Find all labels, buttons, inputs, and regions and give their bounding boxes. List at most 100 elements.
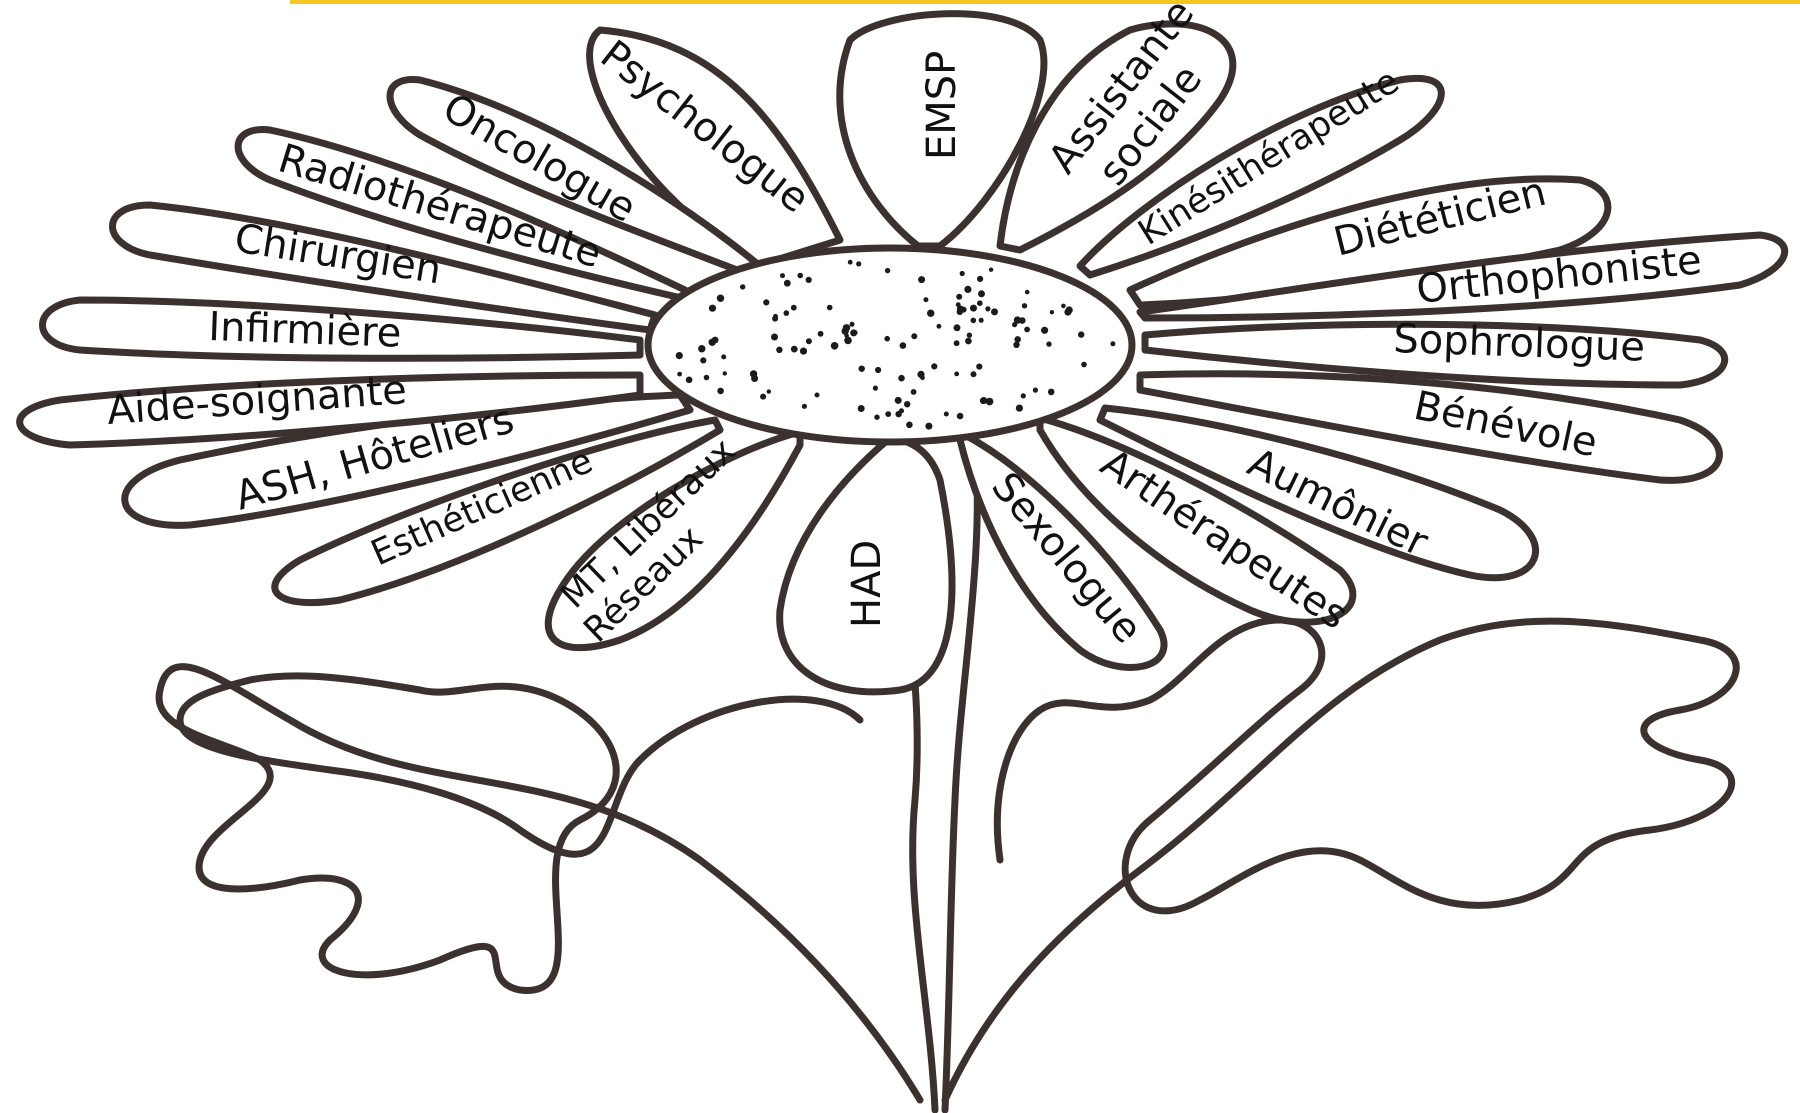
seed-dot [751,375,758,382]
seed-dot [1014,316,1021,323]
seed-dot [858,405,865,412]
seed-dot [698,345,705,352]
seed-dot [767,389,771,393]
seed-dot [971,371,977,377]
seed-dot [1021,393,1026,398]
seed-dot [723,371,727,375]
seed-dot [806,338,812,344]
seed-dot [918,276,925,283]
seed-dot [772,316,778,322]
seed-dot [859,366,865,372]
seed-dot [957,413,964,420]
seed-dot [985,306,990,311]
seed-dot [956,302,961,307]
seed-dot [989,268,993,272]
left-leaf [159,667,920,1100]
seed-dot [1078,331,1084,337]
seed-dot [831,342,839,350]
flower-center [648,248,1132,442]
seed-dot [848,260,853,265]
seed-dot [1016,405,1023,412]
seed-dot [709,339,716,346]
label-emsp: EMSP [919,51,965,160]
seed-dot [885,411,891,417]
seed-dot [1064,309,1071,316]
right-leaf [945,620,1736,1100]
seed-dot [873,386,878,391]
seed-dot [1046,341,1051,346]
seed-dot [1013,342,1019,348]
seed-dot [818,331,824,337]
seed-dot [874,415,879,420]
seed-dot [856,261,861,266]
seed-dot [797,273,803,279]
seed-dot [1110,341,1115,346]
seed-dot [850,322,855,327]
seed-dot [843,324,850,331]
seed-dot [977,276,983,282]
seed-dot [1025,290,1030,295]
seed-dot [709,305,716,312]
seed-dot [875,367,881,373]
seed-dot [740,284,745,289]
seed-dot [784,310,790,316]
seed-dot [802,404,807,409]
seed-dot [911,389,917,395]
seed-dot [800,348,807,355]
seed-dot [1081,362,1087,368]
seed-dot [1061,304,1066,309]
seed-dot [978,290,985,297]
seed-dot [806,277,812,283]
seed-dot [784,280,791,287]
seed-dot [844,337,852,345]
seed-dot [827,305,833,311]
seed-dot [853,330,858,335]
seed-dot [760,394,766,400]
seed-dot [931,363,937,369]
seed-dot [717,388,724,395]
label-had: HAD [844,540,890,628]
seed-dot [704,375,710,381]
seed-dot [937,324,942,329]
label-sophrologue: Sophrologue [1393,316,1646,371]
seed-dot [717,295,724,302]
seed-dot [721,354,726,359]
seed-dot [904,401,910,407]
seed-dot [911,333,917,339]
seed-dot [1033,388,1038,393]
seed-dot [1050,310,1054,314]
seed-dot [954,372,959,377]
seed-dot [844,333,849,338]
seed-dot [964,286,971,293]
seed-dot [763,299,769,305]
seed-dot [1048,389,1055,396]
seed-dot [884,336,890,342]
seed-dot [780,273,785,278]
seed-dot [954,324,961,331]
seed-dot [944,412,949,417]
seed-dot [1041,327,1048,334]
seed-dot [954,340,960,346]
seed-dot [920,376,925,381]
seed-dot [986,398,994,406]
seed-dot [927,310,934,317]
seed-dot [971,318,977,324]
seed-dot [898,375,905,382]
seed-dot [976,364,982,370]
seed-dot [970,305,977,312]
seed-dot [791,305,797,311]
seed-dot [923,297,928,302]
seed-dot [700,357,706,363]
seed-dot [895,397,902,404]
seed-dot [1022,303,1027,308]
seed-dot [686,377,693,384]
seed-dot [776,347,782,353]
seed-dot [885,268,890,273]
seed-dot [960,271,965,276]
seed-dot [906,422,913,429]
seed-dot [991,308,998,315]
seed-dot [967,333,972,338]
label-infirmiere: Infirmière [208,304,402,357]
